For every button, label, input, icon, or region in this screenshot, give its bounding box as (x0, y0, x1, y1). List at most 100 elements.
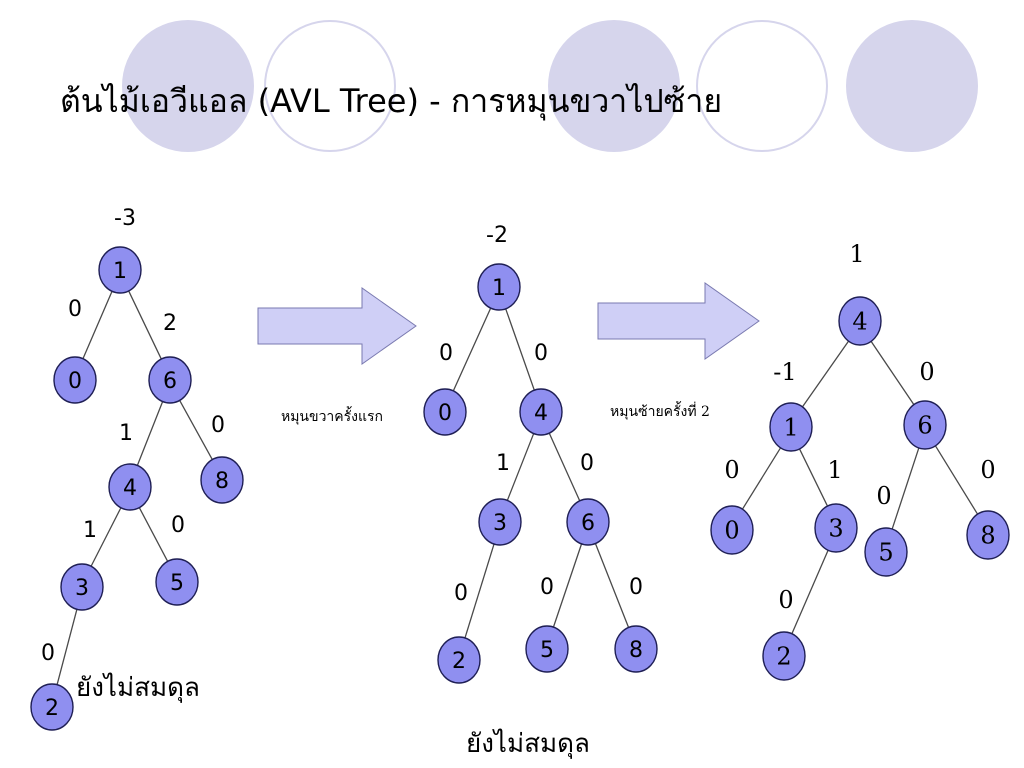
tree-node-0: 00 (710, 456, 754, 555)
node-circle (769, 402, 813, 452)
decor-ring-4 (696, 20, 828, 152)
node-circle (148, 356, 192, 404)
balance-factor: -3 (114, 206, 136, 231)
slide-title: ต้นไม้เอวีแอล (AVL Tree) - การหมุนขวาไปซ… (60, 82, 723, 120)
node-circle (200, 456, 244, 504)
node-circle (814, 503, 858, 553)
tree-node-5: 50 (525, 575, 569, 673)
node-circle (903, 400, 947, 450)
balance-factor: 1 (119, 421, 133, 446)
arrow-label-1: หมุนขวาครั้งแรก (281, 406, 383, 425)
tree-node-1: 1-3 (98, 206, 142, 294)
balance-factor: 0 (580, 451, 594, 476)
tree-edge (138, 507, 169, 562)
tree-edge (82, 291, 113, 359)
balance-factor: 0 (171, 513, 185, 538)
tree-node-1: 1-1 (769, 358, 813, 452)
decor-circle-3 (548, 20, 680, 152)
balance-factor: 0 (68, 297, 82, 322)
tree-node-6: 62 (148, 311, 192, 404)
rotation-arrow-1: หมุนขวาครั้งแรก (257, 287, 417, 425)
balance-factor: 0 (980, 456, 995, 484)
tree-node-2: 20 (30, 641, 74, 731)
balance-factor: 0 (876, 482, 891, 510)
balance-factor: 0 (439, 341, 453, 366)
balance-factor: 0 (724, 456, 739, 484)
balance-factor: 2 (163, 311, 177, 336)
balance-factor: 0 (629, 575, 643, 600)
tree-edge (791, 549, 829, 635)
node-circle (519, 388, 563, 436)
balance-factor: 0 (41, 641, 55, 666)
node-circle (566, 498, 610, 546)
balance-factor: 0 (919, 358, 934, 386)
tree-edge (891, 447, 920, 530)
node-circle (423, 388, 467, 436)
node-circle (155, 558, 199, 606)
tree-node-3: 31 (814, 456, 858, 553)
tree-node-5: 50 (864, 482, 908, 577)
node-circle (864, 527, 908, 577)
tree-edge (452, 307, 492, 392)
node-circle (710, 505, 754, 555)
node-circle (966, 510, 1010, 560)
tree-edge (801, 340, 850, 408)
tree-edge (552, 543, 583, 628)
tree-node-2: 20 (437, 581, 481, 684)
tree-edge (136, 401, 164, 466)
balance-factor: 0 (454, 581, 468, 606)
tree-edge (179, 400, 213, 460)
tree-edge (505, 308, 535, 391)
node-circle (477, 263, 521, 311)
node-circle (60, 563, 104, 611)
tree-node-2: 20 (762, 586, 806, 681)
tree-node-4: 41 (108, 421, 152, 511)
tree-edge (870, 340, 915, 406)
balance-factor: -2 (486, 223, 508, 248)
tree-edge (741, 447, 782, 510)
tree-edge (594, 543, 630, 628)
tree-edge (56, 609, 78, 685)
arrow-shape-1 (257, 287, 417, 365)
node-circle (30, 683, 74, 731)
decor-circle-5 (846, 20, 978, 152)
tree-edge (548, 432, 581, 502)
decor-ring-2 (264, 20, 396, 152)
balance-factor: 1 (83, 518, 97, 543)
balance-factor: 1 (496, 451, 510, 476)
node-circle (838, 296, 882, 346)
node-circle (108, 463, 152, 511)
tree-edge (464, 543, 495, 639)
arrow-label-2: หมุนซ้ายครั้งที่ 2 (610, 401, 710, 420)
tree-caption-1: ยังไม่สมดุล (76, 672, 200, 703)
rotation-arrow-2: หมุนซ้ายครั้งที่ 2 (597, 282, 760, 420)
node-circle (478, 498, 522, 546)
balance-factor: 0 (534, 341, 548, 366)
tree-edge (798, 448, 829, 507)
tree-node-1: 1-2 (477, 223, 521, 311)
tree-edge (506, 433, 535, 501)
balance-factor: -1 (773, 358, 796, 386)
tree-node-6: 60 (566, 451, 610, 546)
tree-node-8: 80 (200, 413, 244, 504)
tree-node-4: 40 (519, 341, 563, 436)
balance-factor: 0 (778, 586, 793, 614)
tree-node-6: 60 (903, 358, 947, 450)
tree-node-3: 31 (60, 518, 104, 611)
balance-factor: 1 (827, 456, 842, 484)
tree-caption-2: ยังไม่สมดุล (466, 728, 590, 759)
balance-factor: 1 (849, 240, 864, 268)
node-circle (762, 631, 806, 681)
node-circle (53, 356, 97, 404)
tree-node-5: 50 (155, 513, 199, 606)
tree-node-0: 00 (53, 297, 97, 404)
arrow-shape-2 (597, 282, 760, 360)
node-circle (437, 636, 481, 684)
balance-factor: 0 (540, 575, 554, 600)
tree-node-0: 00 (423, 341, 467, 436)
tree-edge (90, 507, 122, 567)
